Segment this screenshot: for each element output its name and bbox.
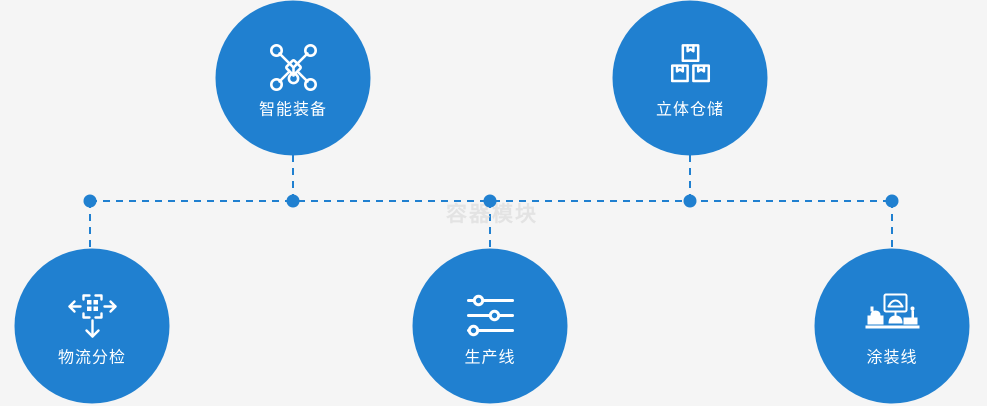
watermark-text: 容器模块	[446, 203, 538, 226]
node-label-production: 生产线	[464, 349, 516, 366]
node-warehouse[interactable]: 立体仓储	[612, 0, 768, 156]
dot-production	[483, 194, 497, 208]
node-label-equipment: 智能装备	[258, 101, 327, 118]
node-label-painting: 涂装线	[866, 349, 918, 366]
dot-equipment	[286, 194, 300, 208]
node-label-logistics: 物流分检	[57, 349, 126, 366]
node-logistics[interactable]: 物流分检	[14, 248, 170, 404]
network-nodes-icon	[264, 38, 322, 96]
node-production[interactable]: 生产线	[412, 248, 568, 404]
sliders-icon	[461, 286, 519, 344]
node-equipment[interactable]: 智能装备	[215, 0, 371, 156]
paint-booth-icon	[863, 286, 921, 344]
dot-logistics	[83, 194, 97, 208]
stacked-boxes-icon	[661, 38, 719, 96]
node-painting[interactable]: 涂装线	[814, 248, 970, 404]
dot-painting	[885, 194, 899, 208]
sorting-arrows-icon	[63, 286, 121, 344]
dot-warehouse	[683, 194, 697, 208]
node-label-warehouse: 立体仓储	[655, 101, 724, 118]
